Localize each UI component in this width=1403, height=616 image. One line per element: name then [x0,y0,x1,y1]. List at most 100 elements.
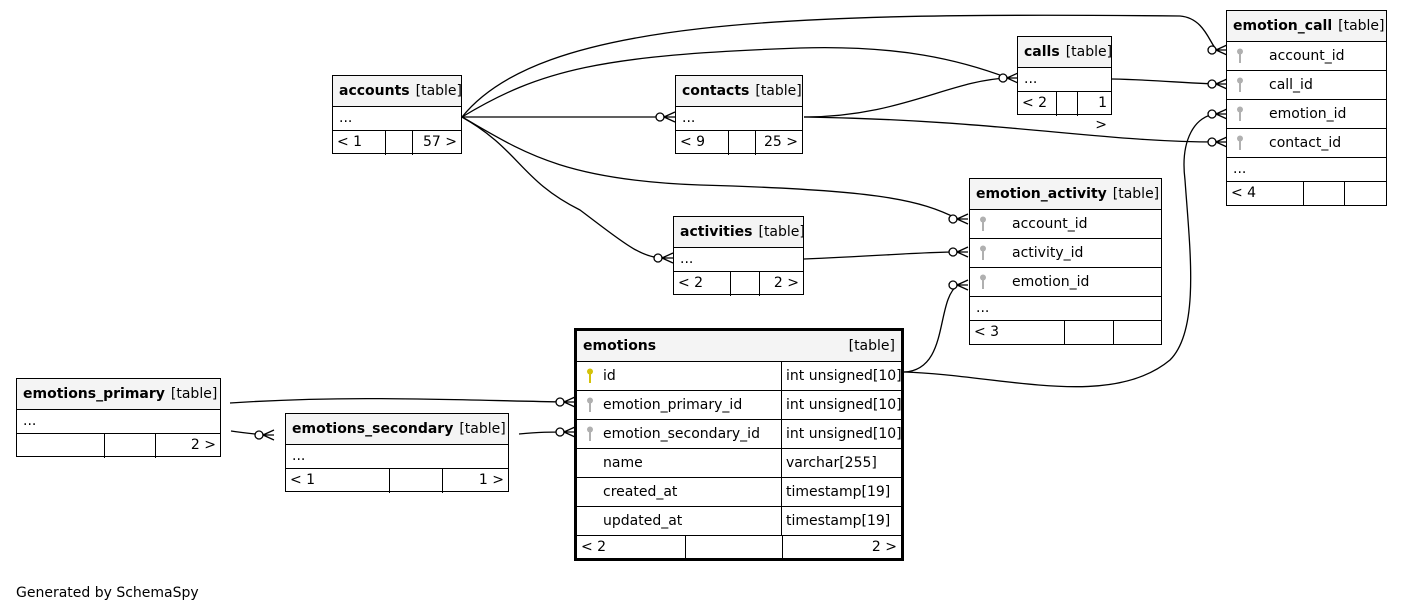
column-type: int unsigned[10] [781,391,902,419]
table-emotion-activity[interactable]: emotion_activity[table] account_id activ… [969,178,1162,345]
column-name: contact_id [1269,135,1342,151]
crowfoot-emotion-activity-activity [948,246,969,258]
foreign-key-icon [1227,100,1253,128]
footer-spacer [685,536,783,560]
table-header: activities [table] [674,217,805,248]
column-type: int unsigned[10] [781,362,902,390]
column-row[interactable]: call_id [1227,71,1386,100]
column-row[interactable]: emotion_id [1227,100,1386,129]
footer-spacer [385,131,413,155]
ellipsis-row: ... [1018,68,1111,92]
foreign-key-icon [1227,71,1253,99]
table-kind: [table] [758,224,805,240]
footer-spacer [104,434,156,458]
table-name: accounts [339,83,410,99]
column-name: activity_id [1012,245,1084,261]
column-row[interactable]: account_id [970,210,1161,239]
footer-spacer [728,131,756,155]
parents-count[interactable] [17,434,104,458]
table-footer: 2 > [17,434,220,458]
column-name: name [603,455,643,471]
table-footer: < 9 25 > [676,131,802,155]
table-kind: [table] [459,421,506,437]
table-name: activities [680,224,753,240]
foreign-key-icon [970,268,996,296]
parents-count[interactable]: < 2 [581,539,607,555]
table-kind: [table] [415,83,463,99]
column-row[interactable]: activity_id [970,239,1161,268]
children-count[interactable] [1114,321,1161,345]
no-key-spacer [577,478,603,506]
foreign-key-icon [577,391,603,419]
crowfoot-emotion-call-call [1207,78,1228,90]
children-count[interactable]: 2 > [773,275,799,291]
parents-count[interactable]: < 2 [678,275,704,291]
table-kind: [table] [755,83,802,99]
table-name: emotions_primary [23,386,165,402]
edge-accounts-emotion-call [461,14,1218,118]
column-row[interactable]: emotion_id [970,268,1161,297]
table-header: emotion_call[table] [1227,11,1386,42]
table-header: accounts [table] [333,76,463,107]
children-count[interactable]: 1 > [478,472,504,488]
children-count[interactable] [1345,182,1386,206]
table-footer: < 1 57 > [333,131,461,155]
table-footer: < 1 1 > [286,469,508,493]
edge-emotions-emotion-call [903,113,1218,388]
parents-count[interactable]: < 1 [290,472,316,488]
parents-count[interactable]: < 3 [974,324,1000,340]
parents-count[interactable]: < 2 [1022,95,1048,111]
table-kind: [table] [1065,44,1113,60]
column-row[interactable]: contact_id [1227,129,1386,158]
edge-accounts-calls [461,46,1009,118]
edge-accounts-emotion-activity [461,116,959,220]
footer-spacer [1064,321,1114,345]
footer-spacer [1056,92,1078,116]
children-count[interactable]: 57 > [423,134,457,150]
edge-accounts-activities [461,116,664,259]
column-name: emotion_id [1269,106,1347,122]
table-name: emotions_secondary [292,421,454,437]
table-header: emotion_activity[table] [970,179,1161,210]
children-count[interactable]: 2 > [871,539,897,555]
parents-count[interactable]: < 4 [1231,185,1257,201]
children-count[interactable]: 25 > [764,134,798,150]
ellipsis-row: ... [333,107,461,131]
edge-contacts-calls [803,77,1009,118]
crowfoot-emotions-secondary [555,426,576,438]
edge-calls-emotion-call [1111,78,1218,85]
footer-spacer [1303,182,1345,206]
column-name: account_id [1269,48,1345,64]
table-emotions-primary[interactable]: emotions_primary[table] ... 2 > [16,378,221,458]
children-count[interactable]: 1 > [1095,95,1107,133]
foreign-key-icon [970,210,996,238]
crowfoot-emotion-call-emotion [1207,108,1228,120]
table-emotion-call[interactable]: emotion_call[table] account_id call_id e… [1226,10,1387,206]
column-type: timestamp[19] [781,507,901,535]
edge-emotions-emotion-activity [903,284,959,373]
column-row[interactable]: account_id [1227,42,1386,71]
column-name: emotion_id [1012,274,1090,290]
column-name: call_id [1269,77,1313,93]
table-header: contacts[table] [676,76,802,107]
column-name: created_at [603,484,678,500]
parents-count[interactable]: < 1 [337,134,363,150]
table-accounts[interactable]: accounts [table] ... < 1 57 > [332,75,463,155]
foreign-key-icon [970,239,996,267]
parents-count[interactable]: < 9 [680,134,706,150]
no-key-spacer [577,449,603,477]
children-count[interactable]: 2 > [190,437,216,453]
ellipsis-row: ... [970,297,1161,321]
table-footer: < 2 2 > [674,272,803,296]
